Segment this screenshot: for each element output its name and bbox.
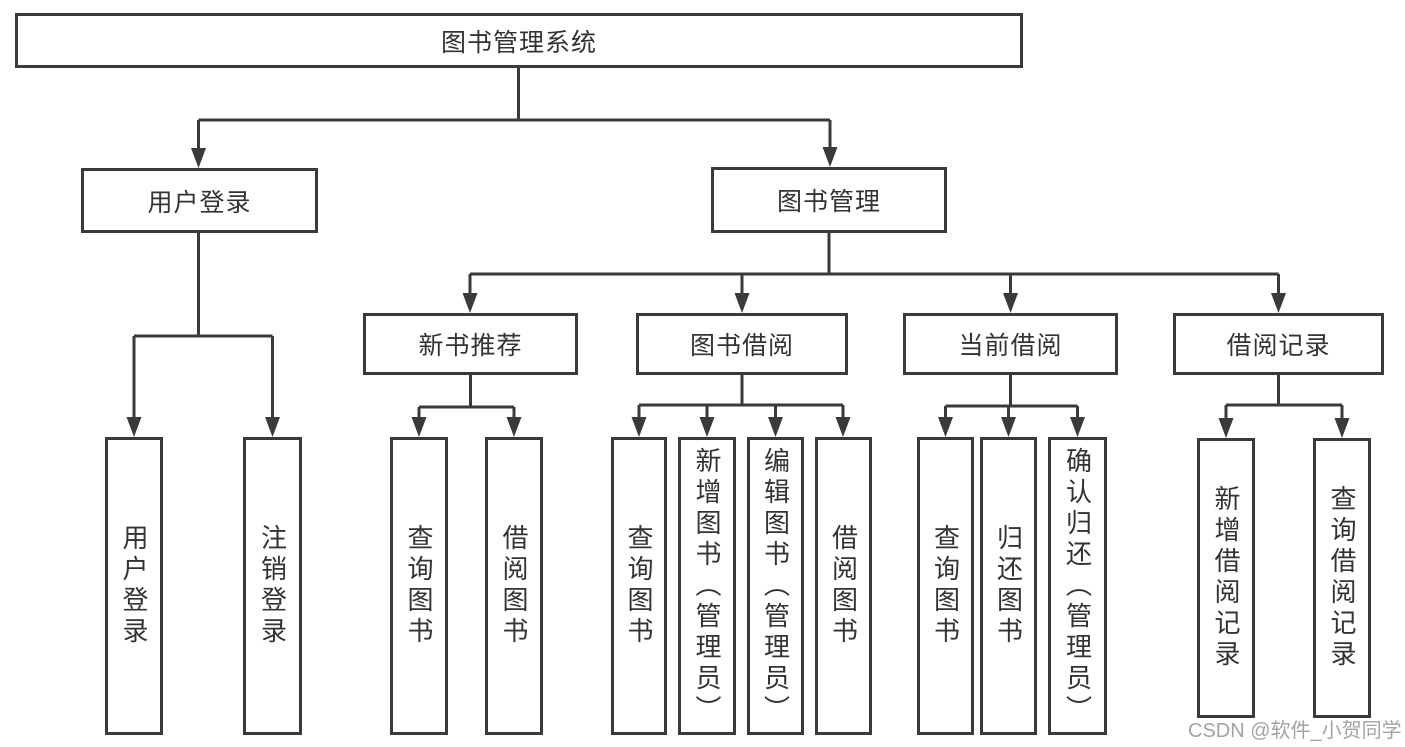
leaf-user-login: 用户登录 [105, 437, 163, 735]
node-user-login-group: 用户登录 [81, 168, 318, 233]
connector-borrow-to-leaves [631, 375, 851, 437]
leaf-label: 新增图书（管理员） [692, 446, 722, 726]
connector-newbook-to-leaves [411, 375, 522, 437]
node-root-system: 图书管理系统 [15, 13, 1023, 68]
leaf-query-books-borrow: 查询图书 [611, 437, 667, 735]
node-new-book-recommendation: 新书推荐 [363, 313, 578, 375]
leaf-add-books-admin: 新增图书（管理员） [678, 437, 736, 735]
leaf-label: 借阅图书 [828, 524, 859, 648]
node-root-label: 图书管理系统 [440, 28, 597, 57]
leaf-query-books-recommend: 查询图书 [390, 437, 448, 735]
node-label: 新书推荐 [418, 332, 523, 360]
leaf-label: 借阅图书 [499, 524, 529, 648]
leaf-label: 注销登录 [257, 524, 288, 648]
leaf-label: 新增借阅记录 [1211, 485, 1241, 671]
leaf-query-books-current: 查询图书 [917, 437, 974, 735]
node-current-borrowing: 当前借阅 [903, 313, 1118, 375]
leaf-borrow-books: 借阅图书 [815, 437, 872, 735]
connector-records-to-leaves [1218, 375, 1350, 438]
leaf-label: 查询借阅记录 [1327, 485, 1357, 671]
leaf-query-borrow-record: 查询借阅记录 [1313, 438, 1371, 718]
node-label: 图书管理 [776, 188, 881, 216]
leaf-edit-books-admin: 编辑图书（管理员） [747, 437, 804, 735]
connector-userlogin-to-leaves [126, 233, 280, 437]
node-borrowing-records: 借阅记录 [1173, 313, 1384, 375]
leaf-add-borrow-record: 新增借阅记录 [1197, 438, 1255, 718]
leaf-label: 查询图书 [930, 524, 961, 648]
leaf-label: 归还图书 [993, 524, 1024, 648]
watermark: CSDN @软件_小贺同学 [1188, 720, 1402, 742]
leaf-logout: 注销登录 [243, 437, 302, 735]
node-label: 用户登录 [147, 188, 252, 217]
connector-bookmgmt-to-level3 [462, 233, 1286, 313]
leaf-return-books: 归还图书 [980, 437, 1037, 735]
leaf-label: 编辑图书（管理员） [760, 446, 791, 726]
node-label: 图书借阅 [689, 332, 794, 360]
leaf-label: 确认归还（管理员） [1062, 446, 1093, 726]
leaf-label: 查询图书 [624, 524, 654, 648]
node-label: 借阅记录 [1226, 332, 1331, 360]
connector-root-to-level2 [191, 68, 838, 168]
leaf-label: 查询图书 [404, 524, 434, 648]
leaf-label: 用户登录 [119, 524, 149, 648]
connector-current-to-leaves [938, 375, 1085, 437]
node-book-management-group: 图书管理 [711, 167, 947, 233]
node-book-borrowing: 图书借阅 [636, 313, 848, 375]
leaf-confirm-return-admin: 确认归还（管理员） [1048, 437, 1107, 735]
leaf-borrow-books-recommend: 借阅图书 [485, 437, 543, 735]
node-label: 当前借阅 [958, 332, 1063, 360]
